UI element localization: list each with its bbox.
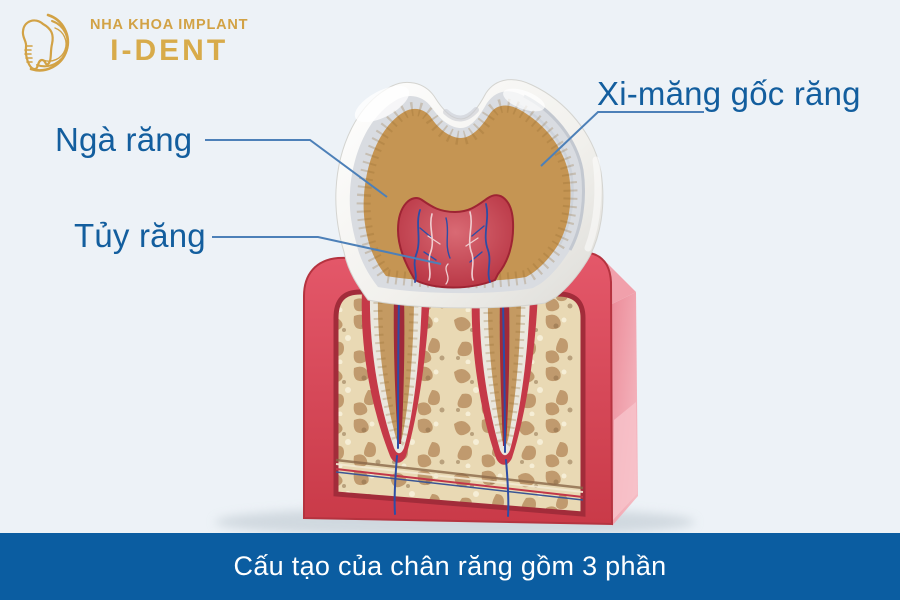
label-cementum: Xi-măng gốc răng <box>597 75 861 112</box>
label-pulp: Tủy răng <box>74 217 206 254</box>
leader-line-pulp <box>212 236 442 265</box>
logo-text: NHA KHOA IMPLANT I-DENT <box>90 17 248 68</box>
caption-bar: Cấu tạo của chân răng gồm 3 phần <box>0 533 900 600</box>
pulp-chamber <box>396 194 515 289</box>
tooth-implant-logo-icon <box>21 13 70 72</box>
leader-line-cementum <box>540 111 704 167</box>
tooth-roots <box>361 290 538 517</box>
leader-lines <box>205 111 704 265</box>
enamel-highlights <box>354 85 602 252</box>
root-canal-vessels <box>393 299 510 517</box>
bone-groove <box>335 458 584 501</box>
logo: NHA KHOA IMPLANT I-DENT <box>12 8 248 78</box>
tooth-crown <box>335 79 604 309</box>
label-dentin: Ngà răng <box>55 121 193 158</box>
pulp-vessels <box>413 203 491 285</box>
caption-text: Cấu tạo của chân răng gồm 3 phần <box>233 551 667 581</box>
logo-clinic-type: NHA KHOA IMPLANT <box>90 17 249 34</box>
leader-line-dentin <box>205 139 388 198</box>
logo-brand-name: I-DENT <box>110 34 229 68</box>
